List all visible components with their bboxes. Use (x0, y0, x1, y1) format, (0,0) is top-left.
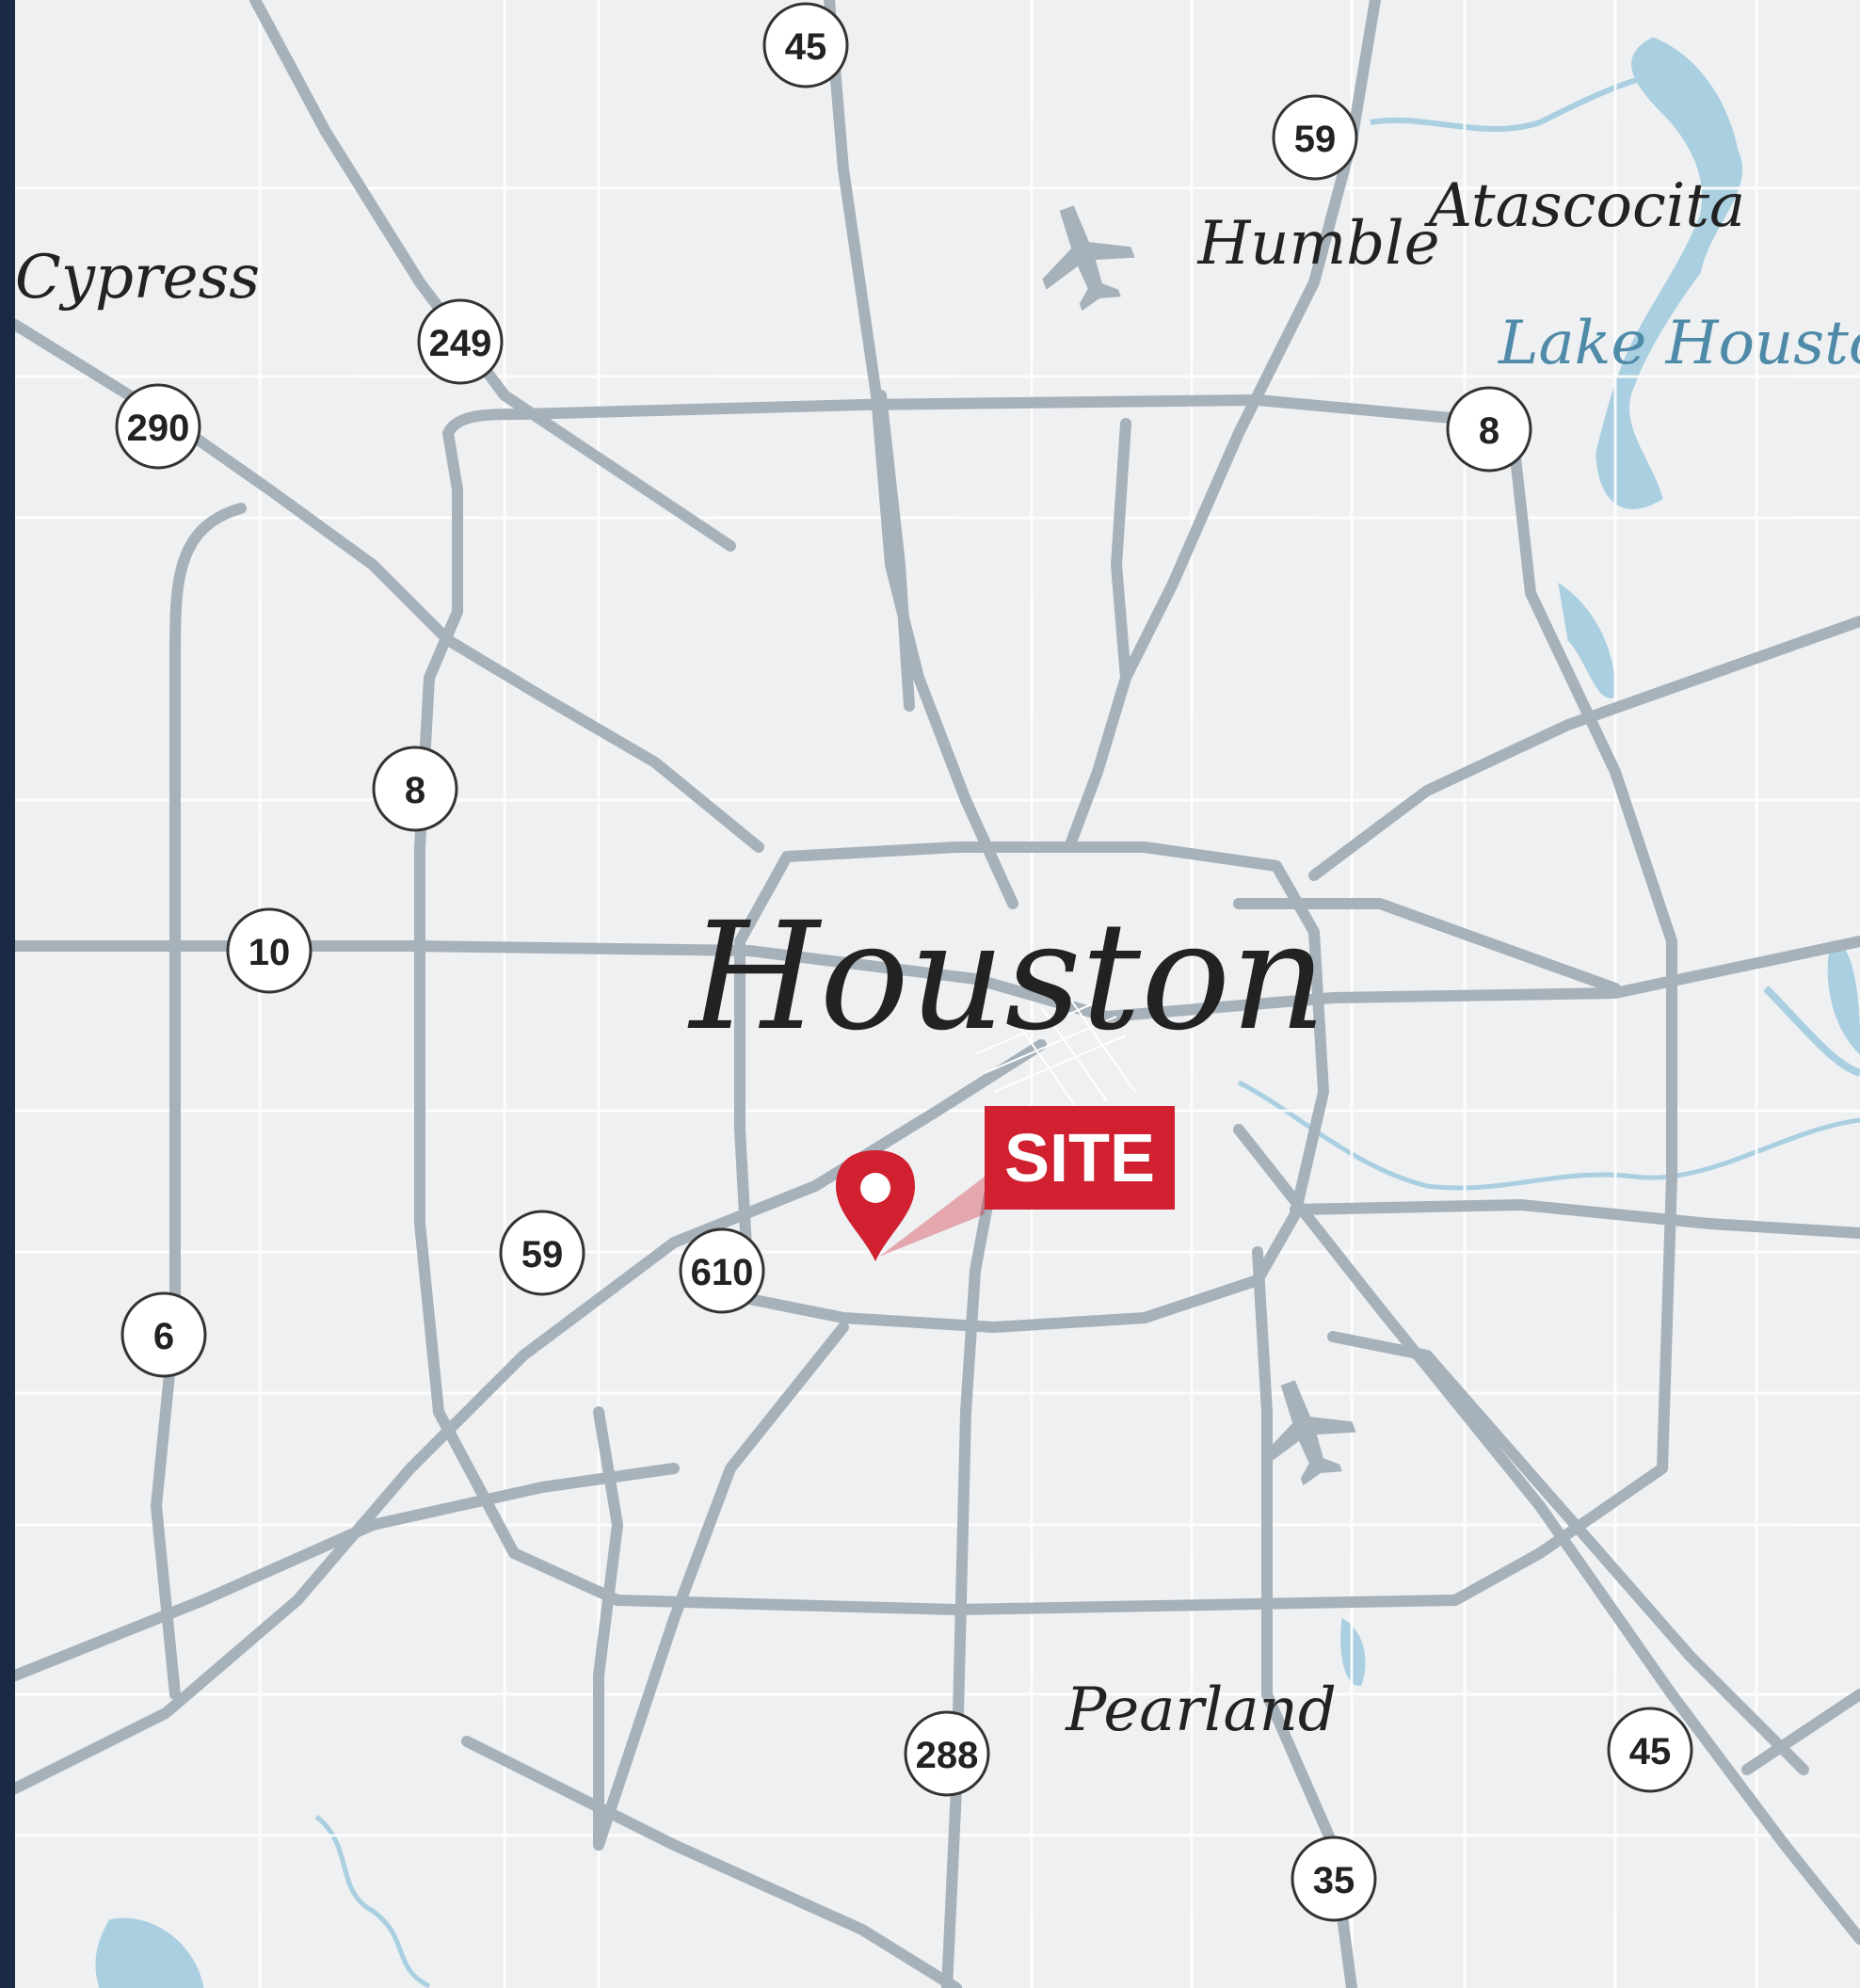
shield-label: 6 (153, 1316, 174, 1357)
shield-label: 8 (1479, 410, 1499, 452)
downtown-grid (974, 997, 1136, 1112)
highways (15, 0, 1860, 1988)
shield-label: 45 (1629, 1731, 1672, 1772)
i10-east-road (1290, 1199, 1860, 1239)
inner-north-road (875, 390, 915, 712)
shield-sh249: 249 (417, 298, 504, 385)
shield-us59-north: 59 (1272, 94, 1358, 181)
highway-shields: 45 59 249 290 8 8 10 59 610 6 288 45 35 (115, 2, 1693, 1922)
shield-i35: 35 (1291, 1836, 1377, 1922)
shield-label: 59 (521, 1234, 564, 1275)
site-label-box[interactable] (985, 1106, 1175, 1210)
map-pin-hole (860, 1173, 890, 1203)
water-label-lake-houston: Lake Houston (1498, 309, 1860, 378)
shield-label: 8 (405, 770, 425, 811)
sw-lake (95, 1917, 204, 1988)
shield-us59-south: 59 (499, 1210, 585, 1296)
shield-label: 35 (1313, 1860, 1355, 1901)
hardy-road (1111, 418, 1131, 683)
map-pin-icon (836, 1150, 915, 1261)
place-label-humble: Humble (1196, 209, 1439, 279)
city-label-houston: Houston (687, 890, 1326, 1064)
us90-road (1233, 898, 1621, 994)
ship-channel (1763, 986, 1860, 1077)
shield-label: 288 (916, 1735, 979, 1776)
west-river (314, 1815, 431, 1988)
shield-us290: 290 (115, 383, 201, 470)
far-east-road (1741, 1689, 1860, 1775)
site-marker[interactable]: SITE (836, 1106, 1175, 1261)
shield-label: 59 (1294, 119, 1337, 160)
i45-south-road (1233, 1124, 1860, 1945)
airplane-icon (1042, 205, 1135, 312)
shield-bw8-west: 8 (372, 746, 458, 832)
shield-label: 290 (127, 408, 190, 449)
site-label: SITE (1004, 1121, 1155, 1196)
shield-i45-south: 45 (1607, 1707, 1693, 1793)
shield-sh288: 288 (904, 1710, 990, 1797)
shield-i45-north: 45 (762, 2, 849, 88)
shield-label: 610 (691, 1252, 754, 1293)
shield-i10: 10 (226, 907, 313, 994)
airplane-icon (1263, 1380, 1356, 1486)
place-label-pearland: Pearland (1065, 1675, 1337, 1745)
beltway8-loop (414, 394, 1677, 1615)
westpark-road (15, 1463, 680, 1681)
i10-road (15, 936, 1860, 1022)
river-east (1237, 1080, 1860, 1191)
se-road (1327, 1331, 1809, 1775)
ne-highway (1308, 616, 1860, 881)
shield-bw8-north: 8 (1446, 386, 1532, 473)
shield-sh6: 6 (120, 1291, 207, 1378)
place-label-atascocita: Atascocita (1424, 171, 1745, 241)
south-road (461, 1736, 962, 1988)
i45-north-road (824, 0, 1018, 909)
sw-road (593, 1406, 623, 1851)
shield-label: 45 (785, 26, 827, 68)
shield-label: 10 (249, 932, 291, 973)
shield-i610: 610 (679, 1227, 765, 1314)
site-callout-beam (879, 1177, 985, 1257)
place-label-cypress: Cypress (15, 243, 260, 313)
us59-sw-road (15, 1039, 1047, 1794)
sh288-road (941, 1114, 1009, 1988)
sh6-road (151, 503, 247, 1700)
shield-label: 249 (429, 323, 492, 364)
fm-road (593, 1322, 849, 1851)
houston-map: Houston Cypress Humble Atascocita Lake H… (15, 0, 1860, 1988)
